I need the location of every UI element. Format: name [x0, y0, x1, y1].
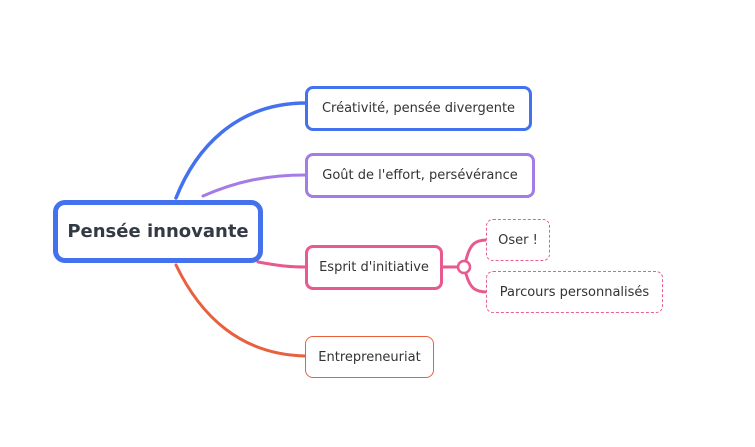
subnode-parcours-personnalises[interactable]: Parcours personnalisés — [486, 271, 663, 313]
branch-label: Entrepreneuriat — [318, 349, 421, 365]
subnode-label: Oser ! — [498, 232, 538, 248]
branch-label: Goût de l'effort, persévérance — [322, 168, 518, 183]
branch-creativite[interactable]: Créativité, pensée divergente — [305, 86, 532, 131]
branch-label: Créativité, pensée divergente — [321, 101, 516, 116]
root-label: Pensée innovante — [67, 221, 249, 242]
connector-root-gout-effort — [201, 173, 308, 198]
connector-root-esprit-initiative — [256, 260, 308, 269]
branch-esprit-initiative[interactable]: Esprit d'initiative — [305, 245, 443, 290]
subnode-label: Parcours personnalisés — [499, 284, 650, 300]
connector-root-creativite — [174, 101, 308, 200]
branch-label: Esprit d'initiative — [319, 260, 429, 275]
collapse-toggle[interactable] — [456, 259, 472, 275]
branch-gout-effort[interactable]: Goût de l'effort, persévérance — [305, 153, 535, 198]
subnode-oser[interactable]: Oser ! — [486, 219, 550, 261]
connector-hub-parcours — [464, 272, 489, 294]
branch-entrepreneuriat[interactable]: Entrepreneuriat — [305, 336, 434, 378]
connector-root-entrepreneuriat — [174, 263, 308, 358]
connector-hub-oser — [464, 238, 489, 262]
root-node[interactable]: Pensée innovante — [53, 200, 263, 263]
